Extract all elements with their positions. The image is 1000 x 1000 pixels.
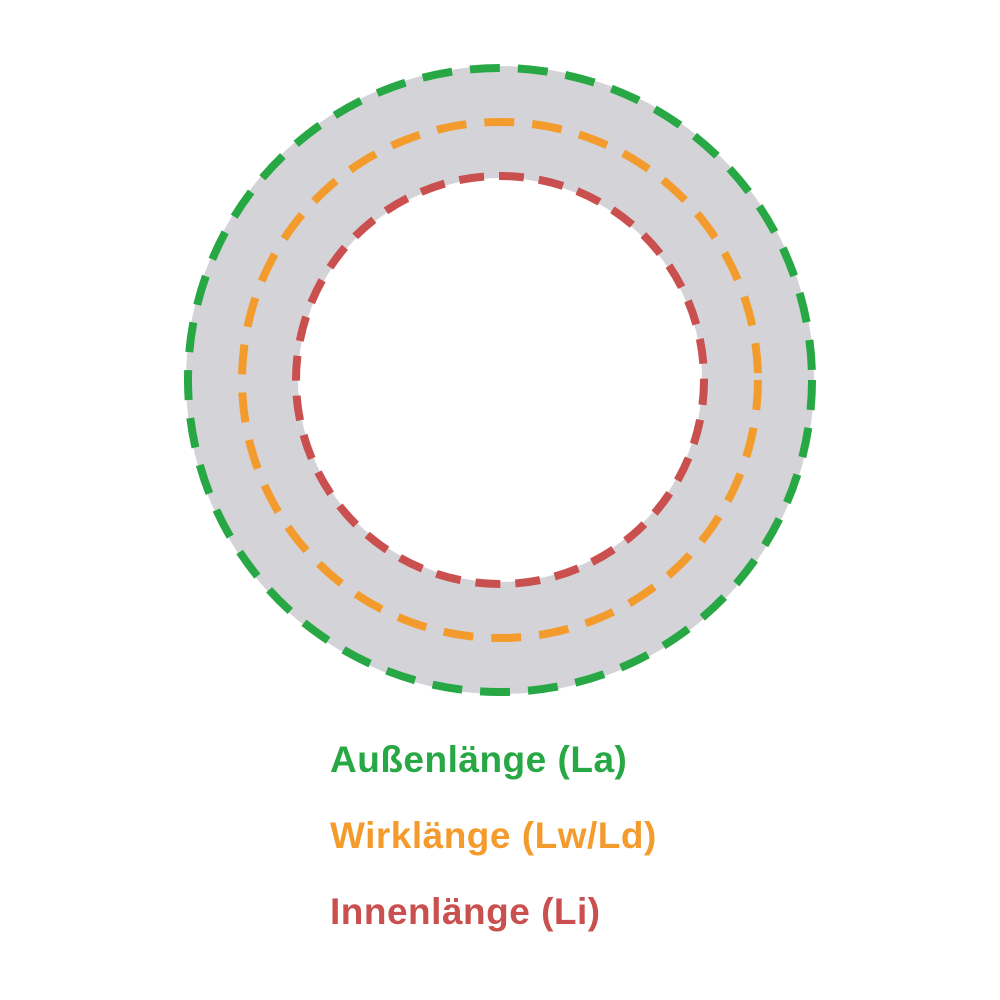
effective-length-circle <box>238 118 762 642</box>
inner-length-circle <box>292 172 708 588</box>
outer-length-label: Außenlänge (La) <box>330 739 628 780</box>
outer-length-circle <box>184 64 816 696</box>
effective-length-label: Wirklänge (Lw/Ld) <box>330 815 657 856</box>
inner-length-label: Innenlänge (Li) <box>330 891 601 932</box>
legend: Außenlänge (La) Wirklänge (Lw/Ld) Innenl… <box>330 741 657 930</box>
